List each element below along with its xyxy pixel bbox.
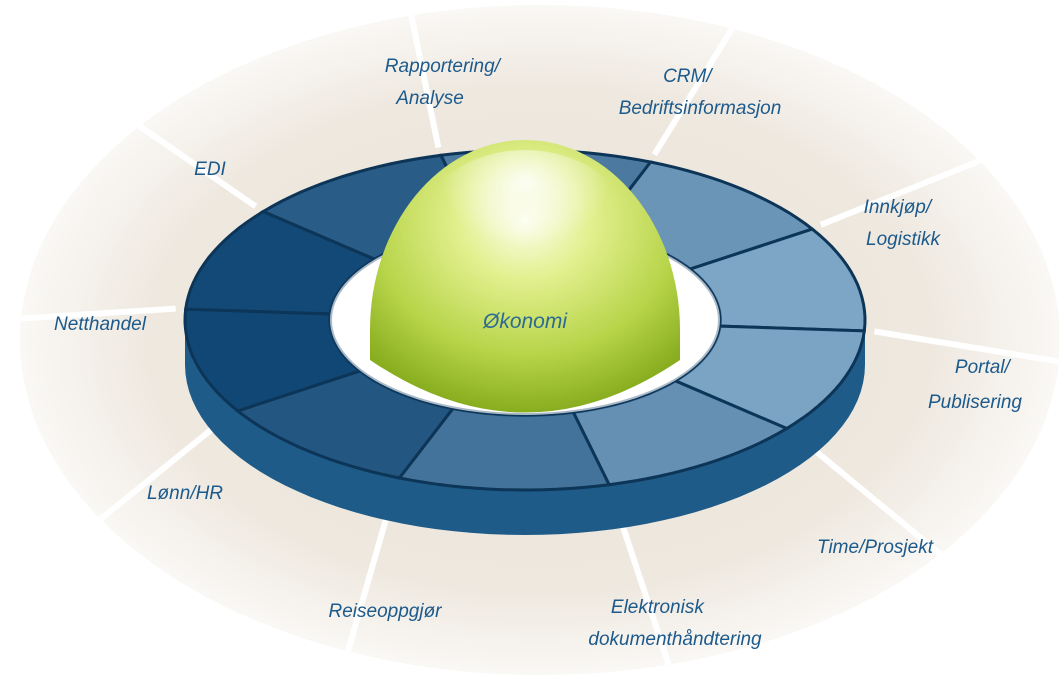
segment-labels: Rapportering/ Analyse CRM/ Bedriftsinfor… — [54, 56, 1022, 650]
outer-band-dividers — [20, 14, 1059, 666]
outer-band-divider — [138, 123, 258, 209]
segment-label-edi: EDI — [194, 159, 226, 180]
center-sphere — [370, 140, 680, 413]
outer-band-divider — [873, 328, 1059, 365]
outer-band-divider — [819, 158, 981, 228]
segment-label-innkjop: Innkjøp/ Logistikk — [864, 197, 942, 250]
segment-label-crm: CRM/ Bedriftsinformasjon — [619, 66, 782, 119]
outer-band-divider — [408, 14, 442, 149]
segment-label-portal: Portal/ Publisering — [928, 357, 1022, 413]
segment-label-time: Time/Prosjekt — [817, 537, 934, 558]
segment-label-reise: Reiseoppgjør — [329, 601, 443, 622]
segment-label-lonn: Lønn/HR — [147, 483, 223, 504]
outer-band-divider — [651, 27, 735, 157]
outer-band-divider — [20, 305, 176, 322]
segment-label-elektronisk: Elektronisk dokumenthåndtering — [588, 597, 762, 650]
outer-band-divider — [792, 431, 943, 557]
center-label: Økonomi — [482, 310, 568, 333]
ring-side — [185, 320, 865, 535]
segment-label-rapportering: Rapportering/ Analyse — [385, 56, 505, 109]
outer-band-divider — [98, 412, 232, 522]
segment-label-netthandel: Netthandel — [54, 314, 147, 335]
